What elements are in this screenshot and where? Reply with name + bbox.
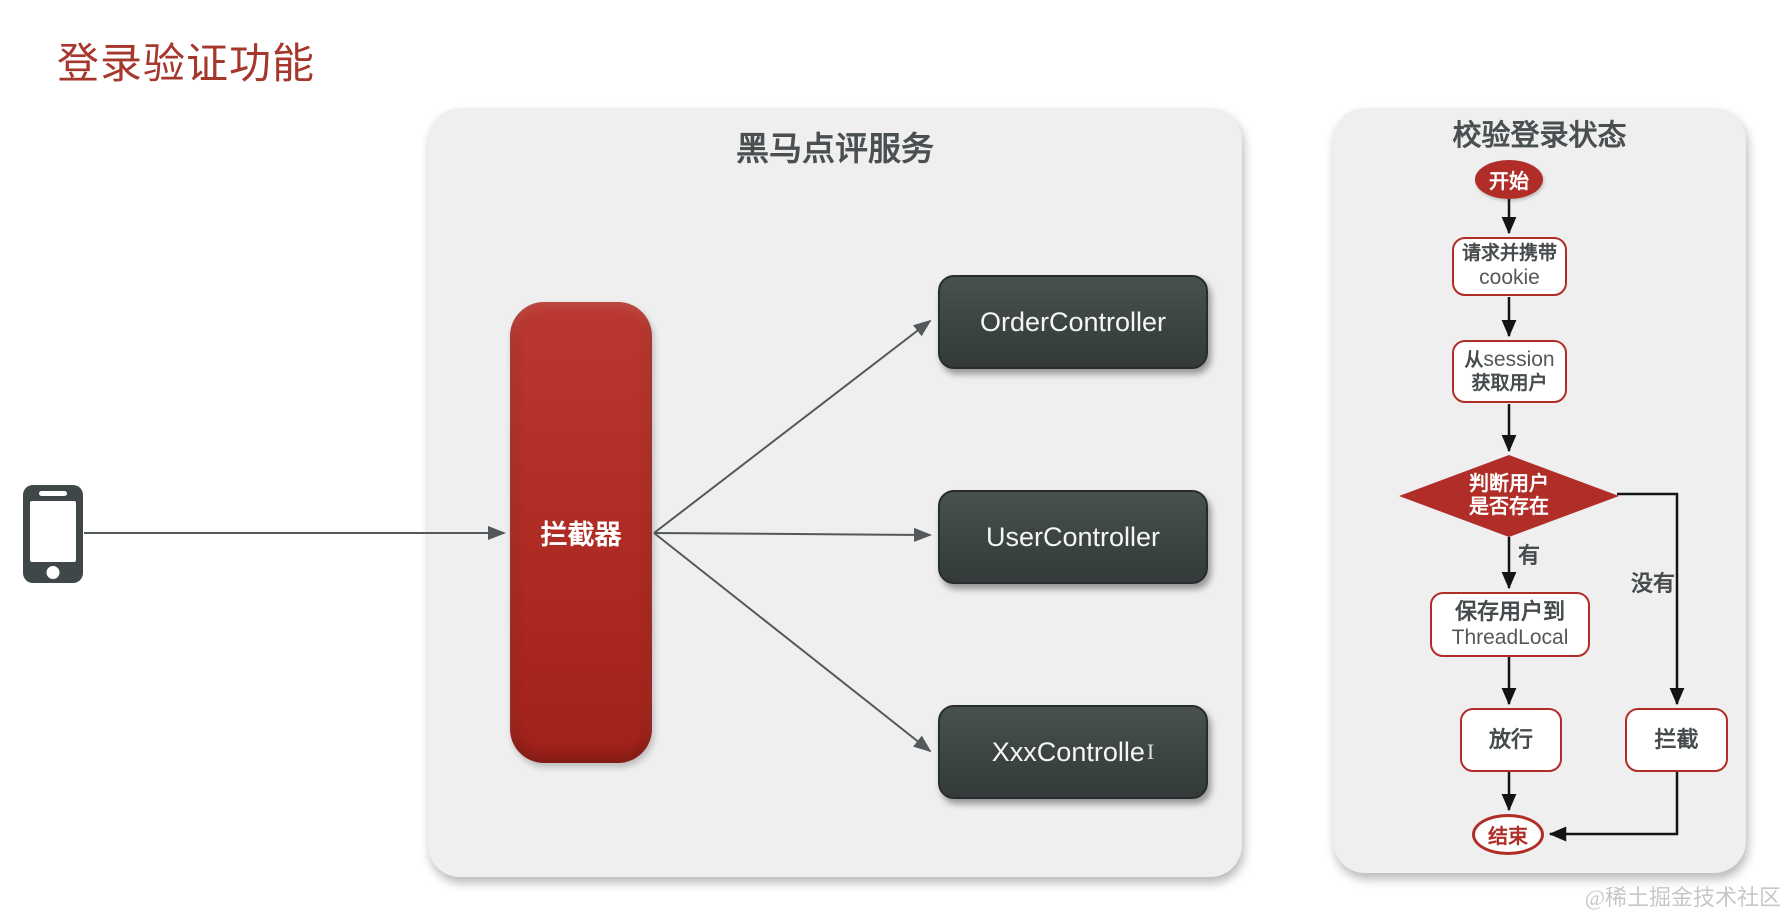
request-cookie-line2: cookie bbox=[1479, 266, 1540, 290]
save-line1: 保存用户到 bbox=[1454, 598, 1565, 624]
interceptor-label: 拦截器 bbox=[540, 520, 622, 550]
user-controller-node[interactable]: UserController bbox=[938, 490, 1208, 584]
order-controller-label: OrderController bbox=[979, 306, 1167, 337]
phone-icon[interactable] bbox=[23, 485, 83, 583]
flow-pass-node[interactable]: 放行 bbox=[1460, 708, 1562, 772]
flow-intercept-node[interactable]: 拦截 bbox=[1625, 708, 1728, 772]
text-cursor-icon: I bbox=[1146, 739, 1155, 764]
flow-judge-user-node[interactable]: 判断用户 是否存在 bbox=[1399, 455, 1619, 537]
flow-request-cookie-node[interactable]: 请求并携带 cookie bbox=[1452, 237, 1567, 296]
judge-line1: 判断用户 bbox=[1469, 473, 1549, 495]
flow-save-threadlocal-node[interactable]: 保存用户到 ThreadLocal bbox=[1430, 592, 1590, 657]
get-session-line1-cn: 从 bbox=[1464, 350, 1484, 372]
phone-speaker bbox=[39, 491, 67, 496]
page-title: 登录验证功能 bbox=[57, 42, 316, 88]
phone-screen bbox=[30, 501, 76, 562]
judge-line2: 是否存在 bbox=[1469, 496, 1549, 518]
flow-start-node[interactable]: 开始 bbox=[1475, 160, 1543, 199]
get-session-line1-en: session bbox=[1483, 348, 1555, 372]
flow-end-label: 结束 bbox=[1488, 826, 1528, 848]
pass-label: 放行 bbox=[1488, 726, 1533, 752]
service-panel-title: 黑马点评服务 bbox=[736, 130, 934, 167]
save-line2: ThreadLocal bbox=[1451, 626, 1569, 650]
watermark: @稀土掘金技术社区 bbox=[1584, 885, 1781, 910]
user-controller-label: UserController bbox=[985, 521, 1161, 552]
flow-get-session-node[interactable]: 从session 获取用户 bbox=[1452, 340, 1567, 403]
request-cookie-line1: 请求并携带 bbox=[1461, 242, 1557, 264]
phone-home-button bbox=[46, 566, 60, 579]
service-panel: 黑马点评服务 拦截器 OrderController UserControlle… bbox=[428, 108, 1242, 877]
edge-label-no: 没有 bbox=[1631, 571, 1676, 596]
edge-label-yes: 有 bbox=[1518, 543, 1541, 568]
get-session-line2: 获取用户 bbox=[1471, 373, 1548, 394]
flow-start-label: 开始 bbox=[1489, 171, 1529, 193]
flowchart-panel-title: 校验登录状态 bbox=[1452, 120, 1627, 152]
interceptor-node[interactable]: 拦截器 bbox=[510, 302, 652, 763]
order-controller-node[interactable]: OrderController bbox=[938, 275, 1208, 369]
intercept-label: 拦截 bbox=[1654, 726, 1699, 752]
get-session-line1: 从session bbox=[1464, 347, 1554, 373]
flow-end-node[interactable]: 结束 bbox=[1472, 814, 1544, 855]
flowchart-panel: 校验登录状态 开始 请求并携带 cookie 从session 获取用户 判断用… bbox=[1333, 108, 1746, 873]
xxx-controller-label: XxxControlle bbox=[991, 736, 1145, 767]
